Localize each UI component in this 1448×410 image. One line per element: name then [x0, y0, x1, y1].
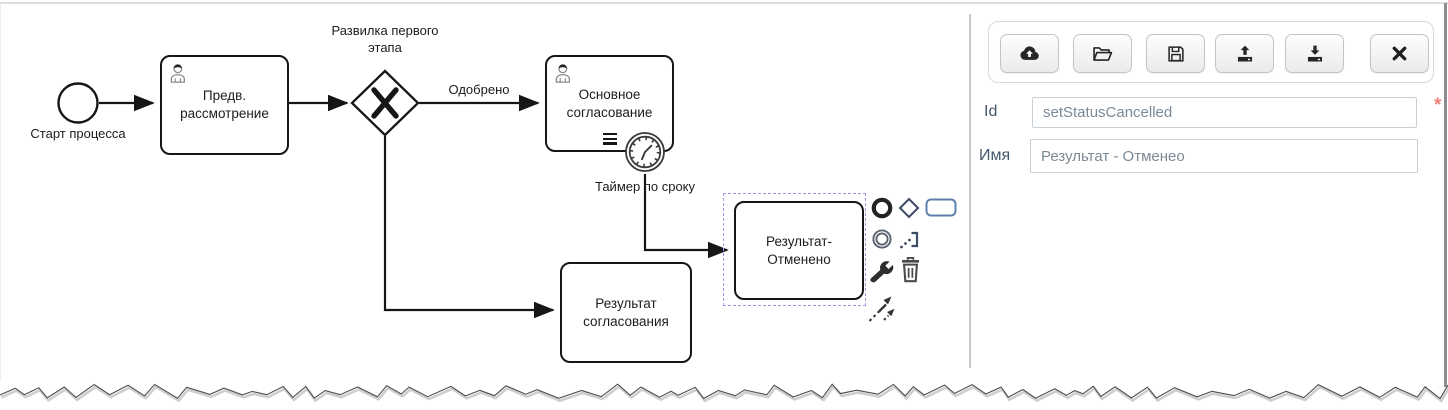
upload-button[interactable] [1215, 34, 1274, 73]
panel-divider [969, 14, 971, 368]
cloud-upload-icon [1020, 46, 1039, 60]
torn-edge [0, 383, 1448, 403]
required-asterisk: * [1434, 95, 1442, 116]
frame-right-border [1444, 3, 1447, 387]
open-file-button[interactable] [1073, 34, 1132, 73]
boundary-timer-event[interactable] [623, 130, 667, 174]
task-label: Основное согласование [566, 86, 653, 120]
frame-top-border [0, 2, 1448, 4]
name-field-input[interactable] [1030, 139, 1418, 173]
diagram-canvas[interactable] [0, 0, 970, 380]
download-icon [1307, 45, 1322, 62]
gateway-x-icon [371, 87, 399, 119]
cloud-upload-button[interactable] [1000, 34, 1059, 73]
user-task-icon [170, 64, 185, 83]
close-button[interactable] [1370, 34, 1429, 73]
task-main-approval[interactable]: Основное согласование [545, 55, 674, 152]
sequential-marker-icon [602, 131, 617, 145]
connect-flow-icon[interactable] [867, 291, 898, 329]
task-label: Результат-Отменено [766, 233, 832, 267]
task-result-cancelled-selected[interactable]: Результат-Отменено [734, 201, 864, 300]
id-field-input[interactable] [1032, 97, 1417, 128]
panel-toolbar [988, 21, 1434, 83]
append-end-event-icon[interactable] [870, 196, 894, 225]
task-preliminary-review[interactable]: Предв. рассмотрение [160, 55, 289, 155]
task-label: Результат согласования [583, 295, 669, 329]
flow-timer-to-cancelled[interactable] [643, 174, 729, 259]
flow-gateway-to-result[interactable] [383, 136, 555, 319]
name-field-label: Имя [979, 147, 1011, 164]
timer-label: Таймер по сроку [594, 179, 696, 194]
start-event-label: Старт процесса [30, 126, 126, 141]
append-task-icon[interactable] [925, 198, 957, 223]
append-intermediate-event-icon[interactable] [870, 227, 894, 256]
frame-left-border [0, 3, 1, 381]
start-event[interactable] [57, 82, 99, 124]
flow-approved-label: Одобрено [448, 82, 510, 97]
close-icon [1392, 46, 1407, 61]
clock-hands-icon [641, 144, 653, 161]
task-label: Предв. рассмотрение [180, 88, 269, 121]
id-field-label: Id [984, 103, 998, 120]
folder-open-icon [1093, 47, 1113, 61]
user-task-icon [555, 64, 570, 83]
upload-icon [1237, 45, 1252, 62]
download-button[interactable] [1285, 34, 1344, 73]
save-icon [1167, 45, 1184, 62]
append-text-annotation-icon[interactable] [898, 227, 922, 256]
append-gateway-icon[interactable] [897, 196, 921, 225]
trash-icon[interactable] [898, 255, 923, 289]
wrench-icon[interactable] [868, 257, 895, 289]
gateway-label: Развилка первого этапа [331, 23, 439, 56]
task-approval-result[interactable]: Результат согласования [560, 262, 692, 363]
save-button[interactable] [1146, 34, 1205, 73]
